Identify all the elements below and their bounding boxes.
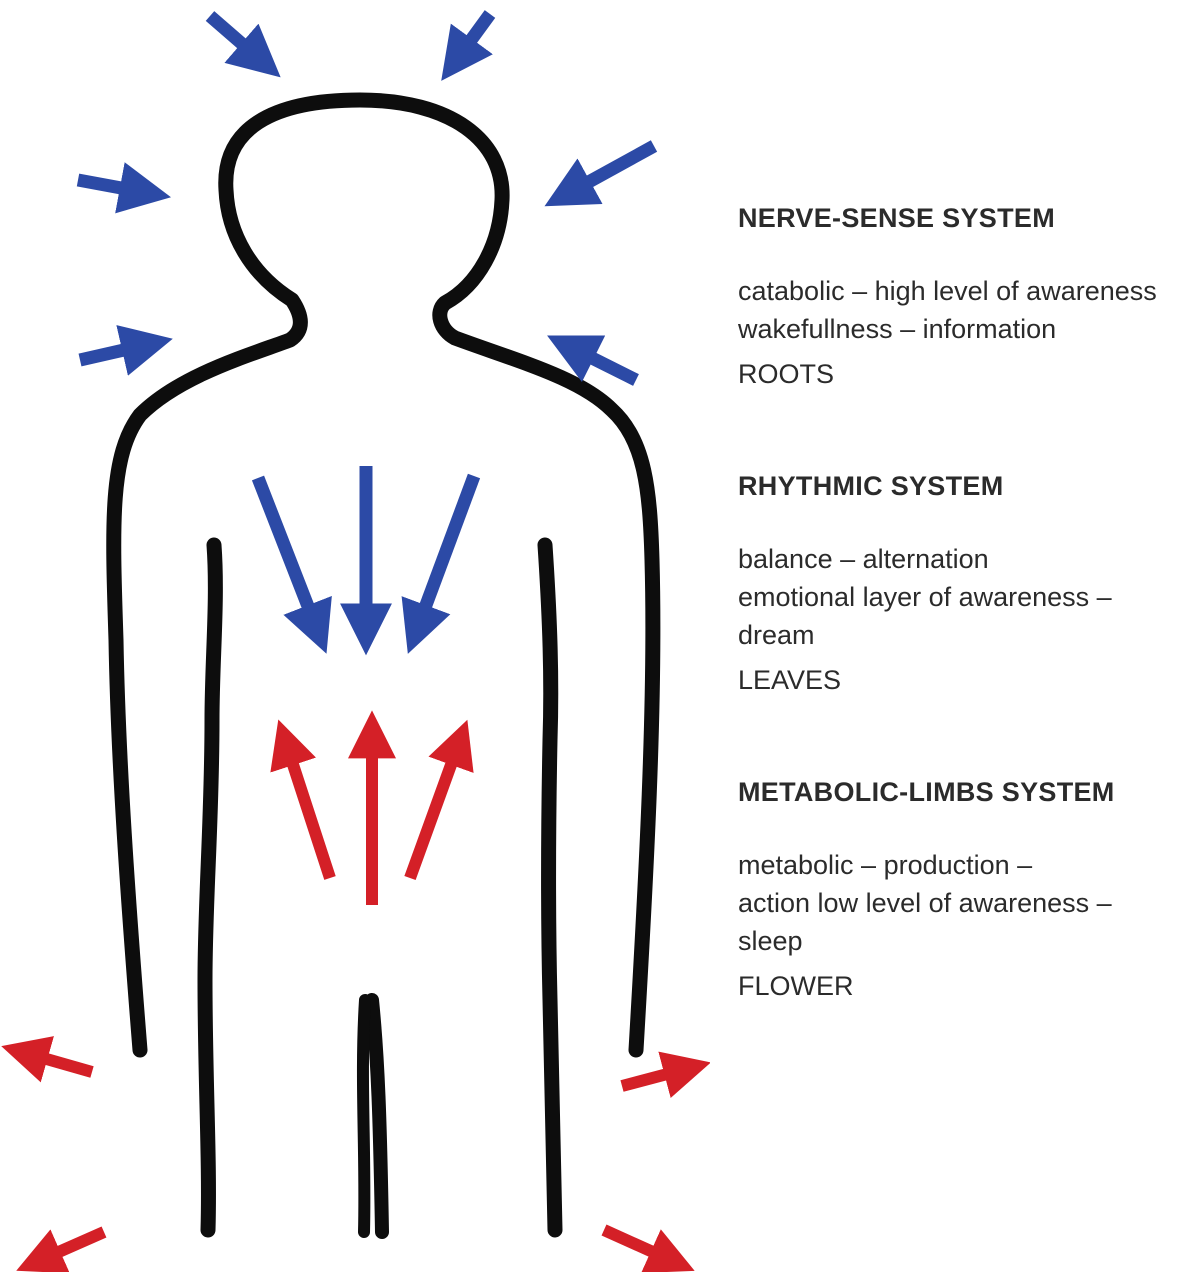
plant-part-label: LEAVES	[738, 664, 1198, 696]
description-line: metabolic – production –	[738, 846, 1198, 884]
description-line: catabolic – high level of awareness	[738, 272, 1198, 310]
description-line: emotional layer of awareness –	[738, 578, 1198, 616]
section-description: metabolic – production – action low leve…	[738, 846, 1198, 1002]
inward-arrow	[258, 478, 318, 632]
inward-arrow	[80, 344, 150, 360]
outward-arrow	[22, 1052, 92, 1072]
outer-silhouette	[114, 100, 653, 1050]
description-line: balance – alternation	[738, 540, 1198, 578]
description-line: wakefullness – information	[738, 310, 1198, 348]
outward-arrow	[604, 1230, 675, 1262]
left-inner-line	[205, 545, 215, 1230]
outward-arrow	[285, 740, 330, 878]
section-title: NERVE-SENSE SYSTEM	[738, 203, 1198, 234]
section-description: balance – alternation emotional layer of…	[738, 540, 1198, 696]
section-description: catabolic – high level of awareness wake…	[738, 272, 1198, 390]
section-metabolic-limbs: METABOLIC-LIMBS SYSTEM metabolic – produ…	[738, 777, 1198, 1002]
plant-part-label: FLOWER	[738, 970, 1198, 1002]
section-nerve-sense: NERVE-SENSE SYSTEM catabolic – high leve…	[738, 203, 1198, 390]
description-line: dream	[738, 616, 1198, 654]
right-inner-line	[545, 545, 555, 1230]
inward-arrow	[210, 16, 263, 62]
inward-arrow	[416, 476, 474, 632]
inward-arrow	[78, 180, 148, 193]
section-title: RHYTHMIC SYSTEM	[738, 471, 1198, 502]
section-title: METABOLIC-LIMBS SYSTEM	[738, 777, 1198, 808]
outward-arrow	[622, 1068, 690, 1086]
outward-arrow	[36, 1232, 104, 1262]
legs-split-line-2	[363, 1000, 365, 1232]
body-diagram	[0, 0, 710, 1272]
outward-arrow	[410, 740, 460, 878]
inward-arrow	[568, 346, 636, 380]
legs-split-line	[372, 1000, 382, 1232]
inward-arrow	[455, 14, 490, 62]
description-line: action low level of awareness –	[738, 884, 1198, 922]
section-rhythmic: RHYTHMIC SYSTEM balance – alternation em…	[738, 471, 1198, 696]
description-line: sleep	[738, 922, 1198, 960]
inward-arrow	[565, 146, 654, 195]
plant-part-label: ROOTS	[738, 358, 1198, 390]
body-outline	[114, 100, 653, 1232]
